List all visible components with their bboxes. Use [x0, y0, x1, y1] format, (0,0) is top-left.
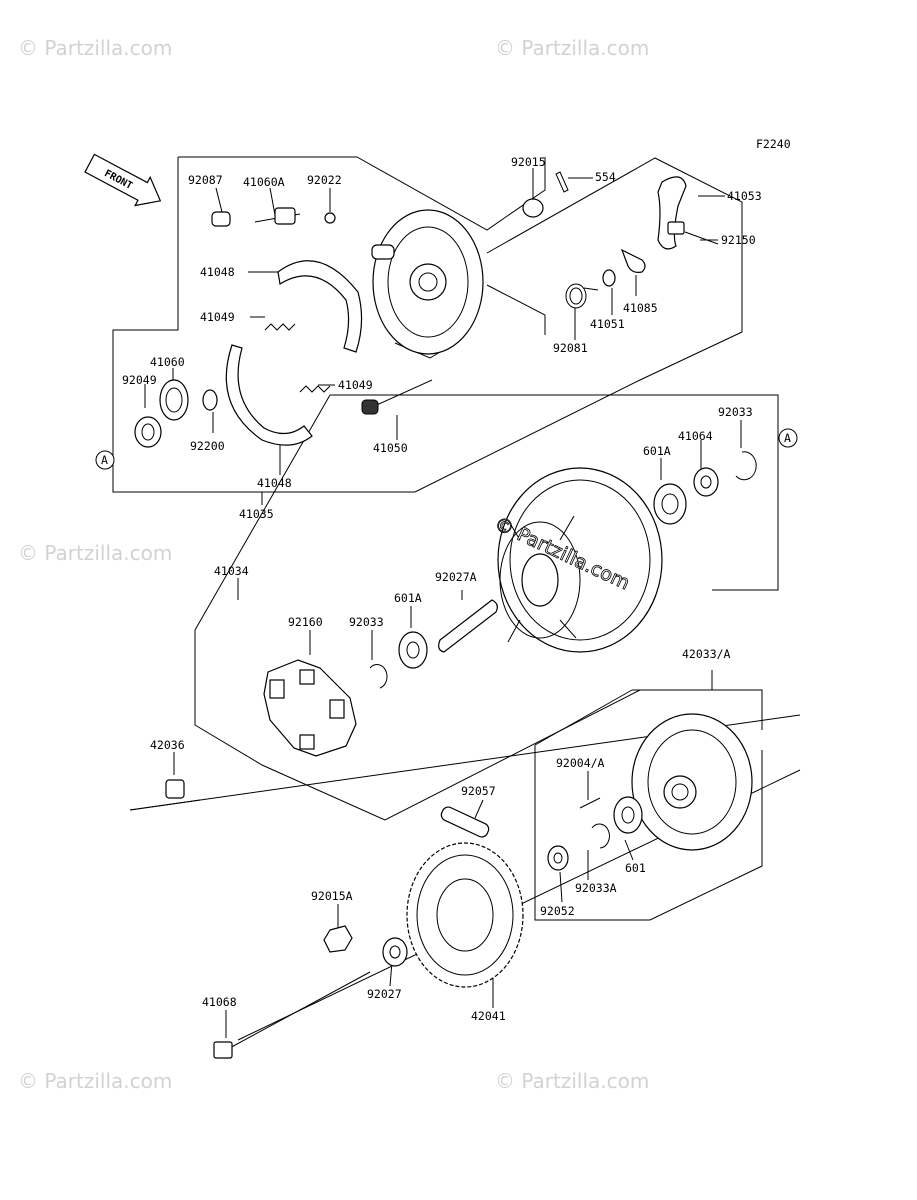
label-601A-top: 601A — [643, 444, 671, 458]
front-arrow-icon: FRONT — [84, 153, 162, 207]
part-92160 — [263, 659, 357, 757]
svg-text:A: A — [101, 453, 108, 467]
label-41064: 41064 — [678, 429, 713, 443]
label-41048-top: 41048 — [200, 265, 235, 279]
label-41048-bot: 41048 — [257, 476, 292, 490]
part-41050 — [361, 379, 433, 415]
part-92200 — [202, 389, 218, 411]
label-92033-top: 92033 — [718, 405, 753, 419]
part-42041 — [406, 842, 524, 988]
label-42036: 42036 — [150, 738, 185, 752]
watermark: © Partzilla.com — [18, 36, 172, 60]
label-41053: 41053 — [727, 189, 762, 203]
part-41060 — [159, 379, 189, 421]
part-92027A — [438, 599, 498, 653]
part-labels: 92087 41060A 92022 92015 554 41053 92150… — [122, 155, 762, 1023]
part-41068 — [213, 971, 371, 1059]
label-92027: 92027 — [367, 987, 402, 1001]
part-41053 — [657, 176, 687, 250]
part-92049 — [134, 416, 162, 448]
label-41060: 41060 — [150, 355, 185, 369]
label-92200: 92200 — [190, 439, 225, 453]
part-92033A — [591, 823, 610, 849]
part-601A-mid — [398, 631, 428, 669]
label-92033-mid: 92033 — [349, 615, 384, 629]
part-92015A — [323, 925, 353, 953]
part-41051 — [602, 269, 616, 287]
part-brake-panel — [371, 209, 484, 355]
label-92022: 92022 — [307, 173, 342, 187]
label-554: 554 — [595, 170, 616, 184]
part-41049-mid — [299, 385, 331, 393]
label-41035: 41035 — [239, 507, 274, 521]
part-41049-top — [264, 323, 296, 331]
ref-marker-left: A — [95, 450, 115, 470]
part-554 — [555, 171, 569, 193]
part-92033-mid — [369, 664, 388, 689]
part-92081 — [565, 283, 599, 309]
part-41064 — [693, 467, 719, 497]
label-41049-mid: 41049 — [338, 378, 373, 392]
label-41051: 41051 — [590, 317, 625, 331]
part-41048-bot — [225, 344, 313, 446]
part-92022 — [324, 212, 336, 224]
part-92015 — [522, 198, 544, 218]
watermark: © Partzilla.com — [18, 541, 172, 565]
label-601: 601 — [625, 861, 646, 875]
ref-marker-right: A — [778, 428, 798, 448]
label-92057: 92057 — [461, 784, 496, 798]
watermark: © Partzilla.com — [18, 1069, 172, 1093]
part-92052 — [547, 845, 569, 871]
part-92004A — [579, 797, 601, 809]
part-41085 — [620, 248, 646, 273]
parts: A A © Partzilla.com — [95, 171, 798, 1059]
watermark: © Partzilla.com — [495, 36, 649, 60]
part-92150 — [667, 221, 719, 245]
label-92033A: 92033A — [575, 881, 617, 895]
label-92004A: 92004/A — [556, 756, 605, 770]
assembly-frames — [112, 156, 779, 921]
part-42033A — [631, 713, 753, 851]
part-92087 — [211, 211, 231, 227]
label-92027A: 92027A — [435, 570, 477, 584]
part-92027 — [382, 937, 408, 967]
label-41060A: 41060A — [243, 175, 285, 189]
watermark: © Partzilla.com — [495, 1069, 649, 1093]
part-92033-top — [735, 451, 757, 481]
part-601 — [613, 796, 643, 834]
part-42036 — [165, 779, 185, 799]
label-41085: 41085 — [623, 301, 658, 315]
svg-text:A: A — [784, 431, 791, 445]
label-92160: 92160 — [288, 615, 323, 629]
label-92015A: 92015A — [311, 889, 353, 903]
part-41048-top — [277, 260, 363, 353]
part-41034-hub — [497, 467, 663, 653]
part-601A-top — [653, 483, 687, 525]
label-92052: 92052 — [540, 904, 575, 918]
label-41049-top: 41049 — [200, 310, 235, 324]
label-92049: 92049 — [122, 373, 157, 387]
label-92015: 92015 — [511, 155, 546, 169]
label-41068: 41068 — [202, 995, 237, 1009]
label-92150: 92150 — [721, 233, 756, 247]
label-42033A: 42033/A — [682, 647, 731, 661]
label-92087: 92087 — [188, 173, 223, 187]
label-41050: 41050 — [373, 441, 408, 455]
label-601A-mid: 601A — [394, 591, 422, 605]
label-41034: 41034 — [214, 564, 249, 578]
diagram-code: F2240 — [756, 137, 791, 151]
part-41060A — [254, 207, 301, 225]
label-92081: 92081 — [553, 341, 588, 355]
part-92057 — [440, 806, 490, 838]
label-42041: 42041 — [471, 1009, 506, 1023]
